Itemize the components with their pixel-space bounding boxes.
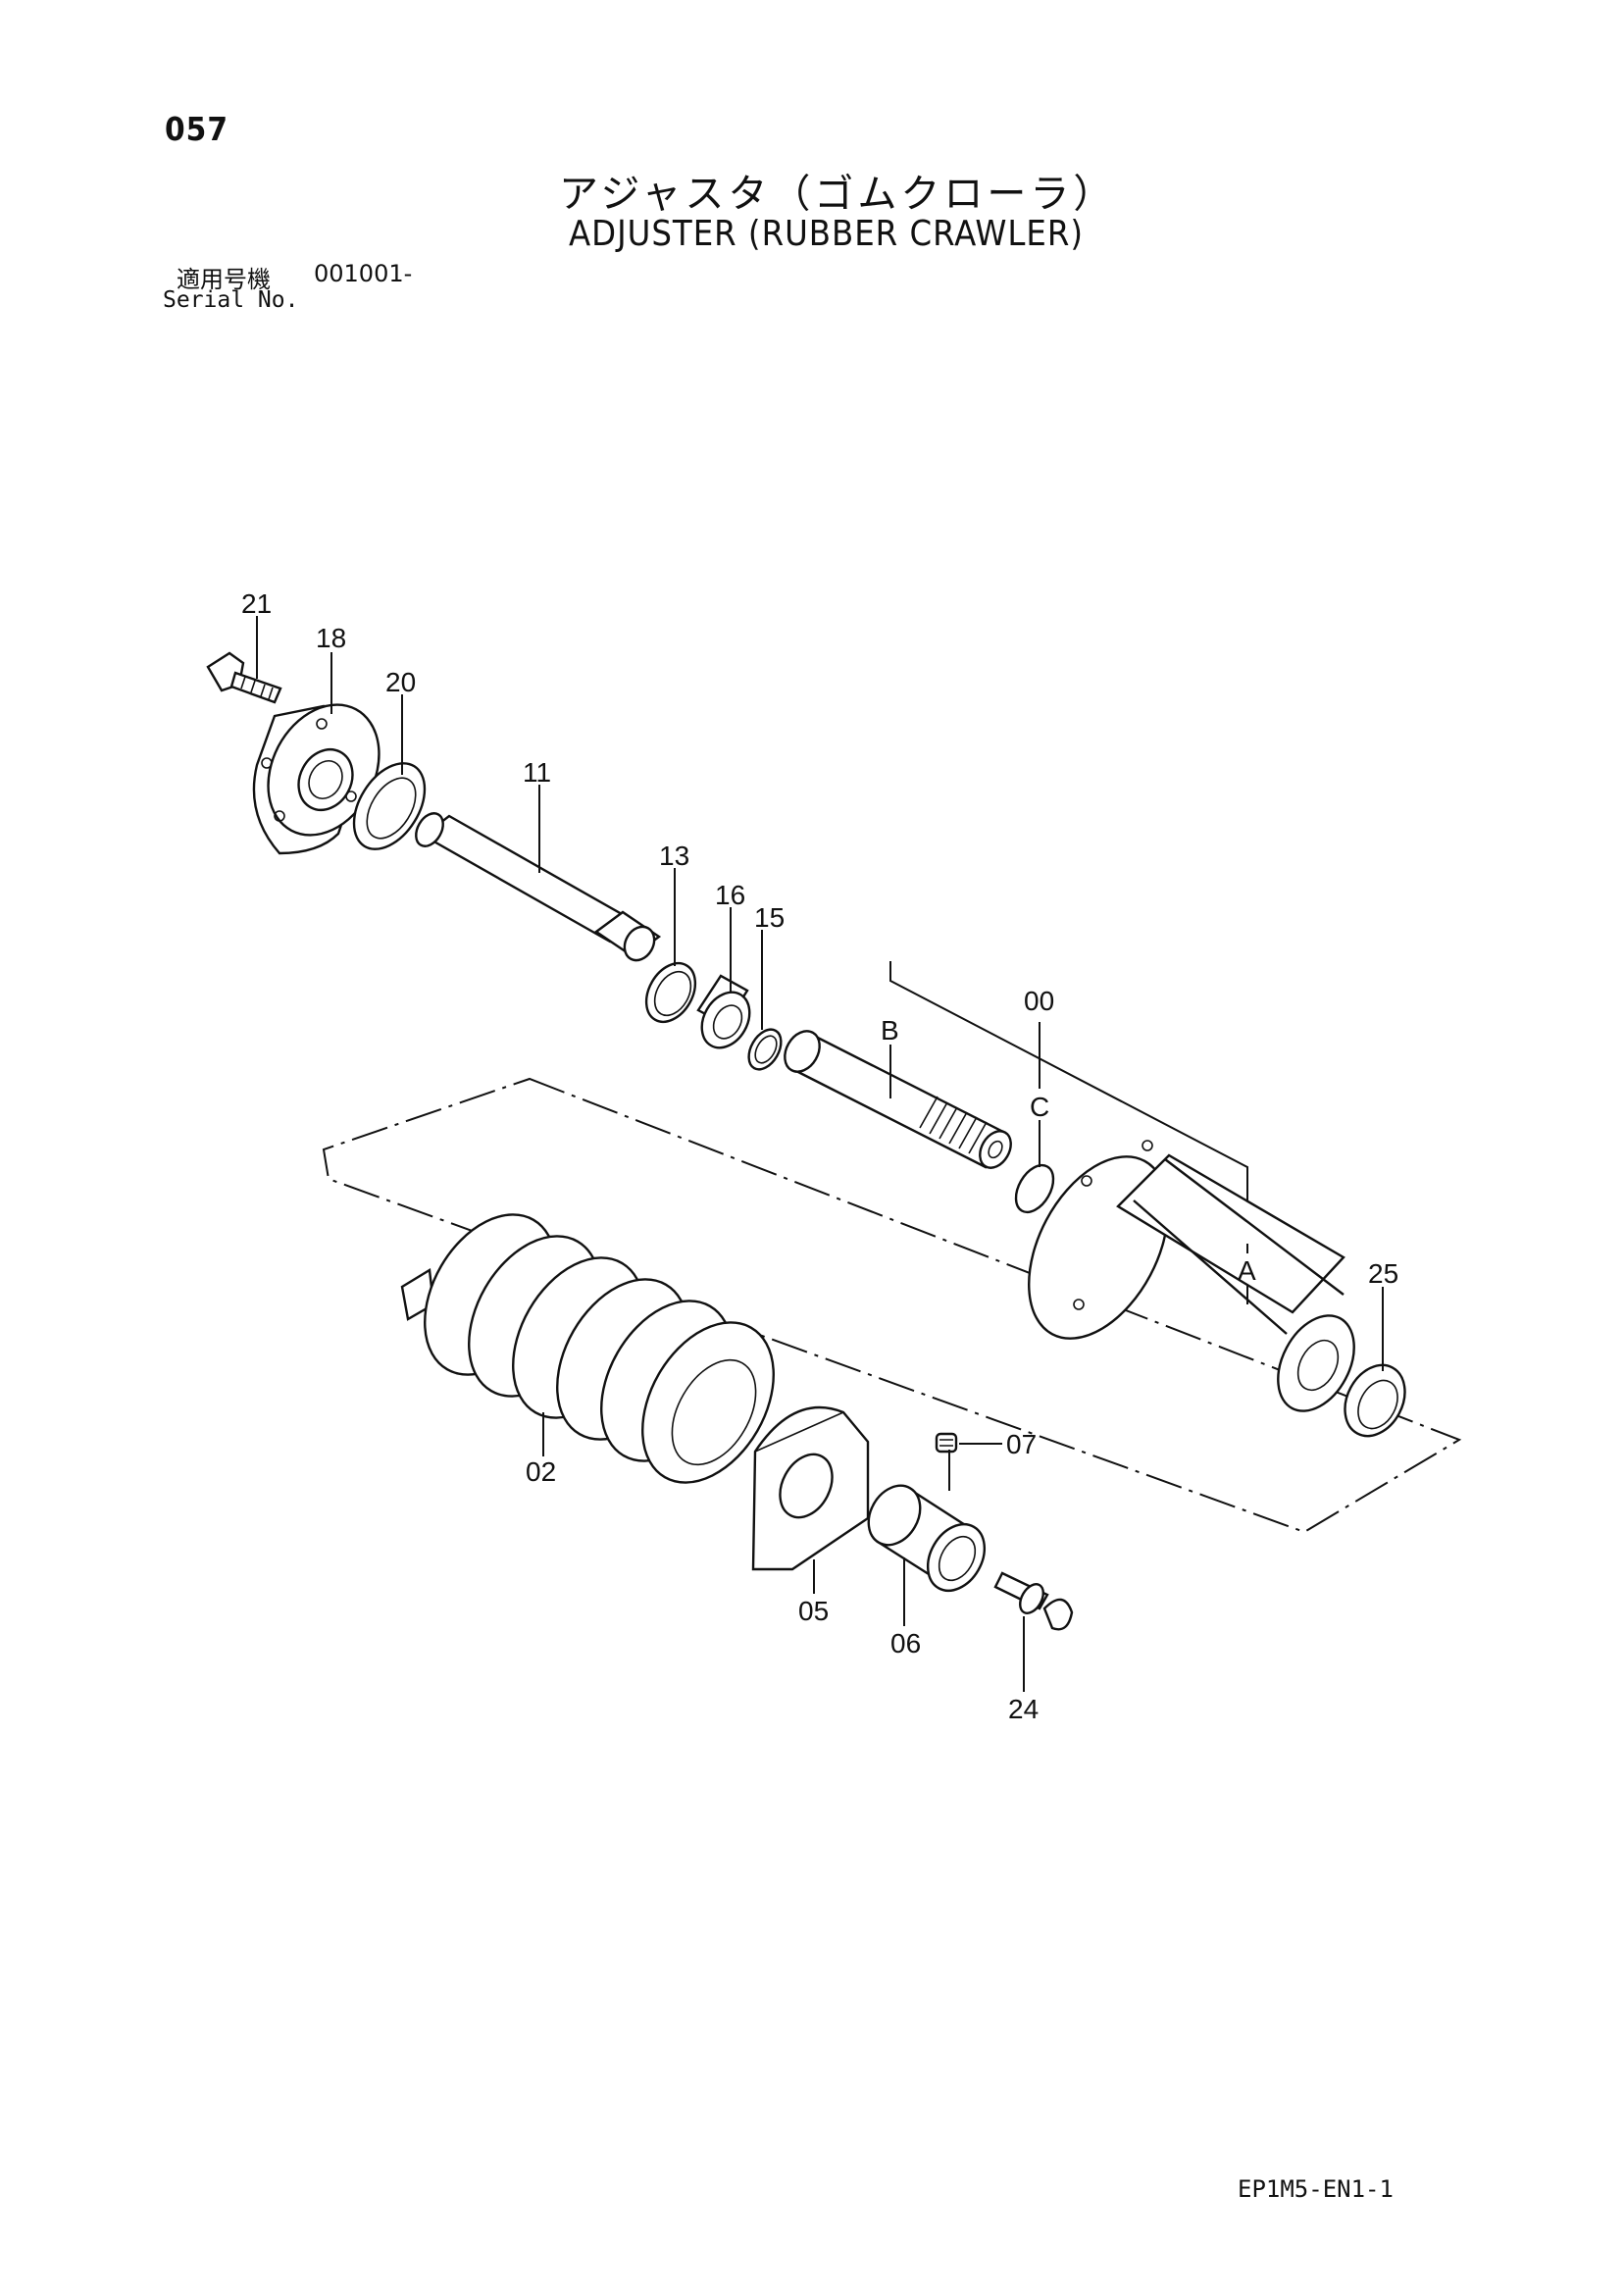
part-24-grease-fitting[interactable] [993,1571,1074,1631]
callout-b: B [881,1015,899,1046]
callout-18: 18 [316,623,346,653]
serial-range: 001001- [314,260,413,287]
part-25-bushing[interactable] [1333,1354,1416,1446]
callout-21: 21 [241,588,272,619]
callout-24: 24 [1008,1694,1039,1724]
callout-11: 11 [523,757,551,788]
leader-lines [256,616,1384,1692]
part-c-o-ring[interactable] [1008,1158,1061,1218]
callout-07: 07 [1006,1429,1037,1459]
page-number: 057 [165,110,228,148]
callout-15: 15 [754,902,785,933]
part-16-bushing[interactable] [692,974,759,1056]
callout-13: 13 [659,841,689,871]
callout-25: 25 [1368,1258,1398,1289]
callout-00: 00 [1024,986,1054,1016]
callout-20: 20 [385,667,416,697]
title-japanese: アジャスタ（ゴムクローラ） [559,172,1117,217]
callout-a: A [1238,1255,1256,1286]
callout-06: 06 [890,1628,921,1658]
part-02-spring[interactable] [398,1192,800,1505]
part-18-flange[interactable] [246,686,401,855]
callout-labels: 21 18 20 11 13 16 15 00 B C A 25 07 02 0… [241,588,1398,1724]
part-20-seal[interactable] [339,750,439,861]
callout-02: 02 [526,1456,556,1487]
callout-c: C [1030,1092,1049,1122]
part-13-snap-ring[interactable] [636,954,705,1030]
part-05-bracket[interactable] [751,1405,870,1571]
serial-label-japanese: 適用号機 [177,266,271,293]
title-english: ADJUSTER (RUBBER CRAWLER) [569,214,1084,254]
serial-label-english: Serial No. [163,287,299,313]
part-a-cylinder[interactable] [1000,1134,1369,1424]
part-15-ring[interactable] [742,1024,787,1075]
part-b-piston-rod[interactable] [778,1025,1017,1173]
callout-05: 05 [798,1596,829,1626]
part-21-bolt[interactable] [206,651,282,704]
callout-16: 16 [715,880,745,910]
document-code: EP1M5-EN1-1 [1238,2175,1394,2203]
part-06-valve-body[interactable] [858,1476,995,1601]
part-11-rod[interactable] [411,808,662,965]
part-07-plug[interactable] [935,1432,958,1454]
